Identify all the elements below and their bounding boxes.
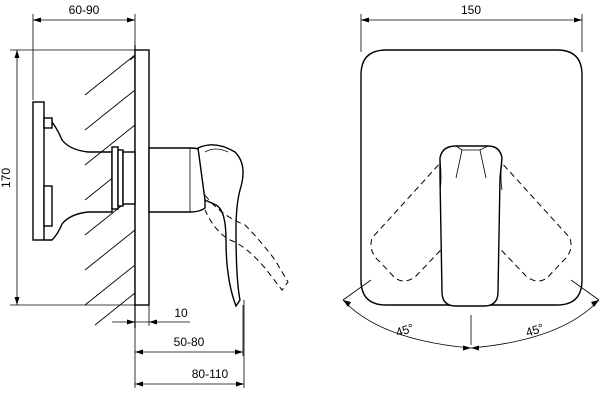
mixer-body-inwall xyxy=(32,101,136,241)
lever-rotated-outline xyxy=(204,194,289,291)
dim-plate-width-label: 150 xyxy=(461,3,481,17)
dim-total-depth: 80-110 xyxy=(135,300,245,388)
escutcheon-body xyxy=(148,147,206,213)
angle-right-label: 45° xyxy=(524,321,546,340)
side-view: 60-90 170 10 50-80 xyxy=(0,3,289,388)
dim-height: 170 xyxy=(0,49,135,306)
wall-hatching xyxy=(84,54,136,326)
dim-lever-depth: 50-80 xyxy=(134,305,244,388)
angle-left-label: 45° xyxy=(394,321,416,340)
front-view: 150 45° 45° xyxy=(342,3,600,351)
dim-lever-depth-label: 50-80 xyxy=(174,335,205,349)
cover-plate xyxy=(134,49,150,306)
lever-handle xyxy=(197,144,244,308)
dim-wall-depth: 60-90 xyxy=(32,3,136,100)
angle-arc: 45° 45° xyxy=(342,279,600,351)
dim-height-label: 170 xyxy=(0,168,13,188)
dim-offset: 10 xyxy=(112,305,190,326)
lever-rotated-positions xyxy=(370,149,572,282)
dim-total-depth-label: 80-110 xyxy=(192,367,229,381)
dim-wall-depth-label: 60-90 xyxy=(69,3,100,17)
dim-offset-label: 10 xyxy=(174,306,188,320)
dim-plate-width: 150 xyxy=(360,3,583,52)
front-lever xyxy=(439,145,503,307)
